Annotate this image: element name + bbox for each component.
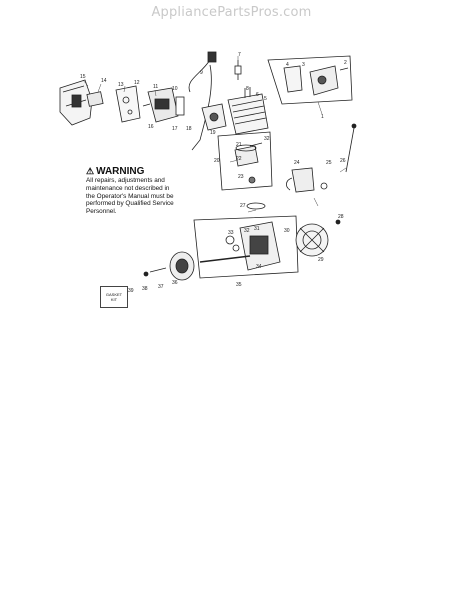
callout-20: 20 <box>214 158 220 164</box>
callout-7: 7 <box>238 52 241 58</box>
filter-element[interactable] <box>86 91 104 107</box>
callout-5: 5 <box>264 96 267 102</box>
callout-17: 17 <box>172 126 178 132</box>
callout-35: 35 <box>236 282 242 288</box>
callout-23: 23 <box>238 174 244 180</box>
muffler-assembly[interactable] <box>267 55 353 105</box>
callout-10: 10 <box>172 86 178 92</box>
filter-housing[interactable] <box>115 85 141 123</box>
warning-line: the Operator's Manual must be <box>86 192 174 200</box>
callout-24: 24 <box>294 160 300 166</box>
ignition-module[interactable] <box>286 167 328 193</box>
intake-gasket[interactable] <box>175 96 185 116</box>
callout-33: 33 <box>228 230 234 236</box>
spark-plug[interactable] <box>234 60 242 80</box>
gasket-kit-label: GASKET <box>105 292 123 297</box>
callout-21: 21 <box>236 142 242 148</box>
callout-18: 18 <box>186 126 192 132</box>
callout-14: 14 <box>101 78 107 84</box>
callout-15: 15 <box>80 74 86 80</box>
crankcase-gasket[interactable] <box>246 202 266 210</box>
warning-line: All repairs, adjustments and <box>86 177 165 184</box>
callout-6: 6 <box>256 92 259 98</box>
callout-32: 32 <box>244 228 250 234</box>
air-filter-cover[interactable] <box>59 79 93 126</box>
callout-39: 39 <box>128 288 134 294</box>
piston-assembly[interactable] <box>217 131 273 191</box>
warning-notice: ⚠WARNING All repairs, adjustments and ma… <box>86 166 218 216</box>
watermark: AppliancePartsPros.com <box>151 5 312 20</box>
warning-line: performed by Qualified Service <box>86 200 174 208</box>
callout-37: 37 <box>158 284 164 290</box>
cylinder[interactable] <box>227 87 269 135</box>
callout-12: 12 <box>134 80 140 86</box>
callout-2: 2 <box>344 60 347 66</box>
gasket-kit-box[interactable]: GASKET KIT <box>100 286 128 308</box>
callout-32a: 32 <box>264 136 270 142</box>
callout-8: 8 <box>246 86 249 92</box>
throttle-rod[interactable] <box>345 127 355 173</box>
intake-manifold[interactable] <box>201 103 227 131</box>
callout-31: 31 <box>254 226 260 232</box>
callout-30: 30 <box>284 228 290 234</box>
warning-title: ⚠WARNING <box>86 166 145 177</box>
callout-38: 38 <box>142 286 148 292</box>
primer-bulb[interactable] <box>207 51 217 63</box>
callout-25: 25 <box>326 160 332 166</box>
callout-19: 19 <box>210 130 216 136</box>
warning-line: Personnel. <box>86 208 117 216</box>
callout-11: 11 <box>153 84 158 90</box>
callout-34: 34 <box>256 264 262 270</box>
flywheel[interactable] <box>295 219 341 257</box>
callout-27: 27 <box>240 203 246 209</box>
callout-22: 22 <box>236 156 242 162</box>
callout-26: 26 <box>340 158 346 164</box>
callout-16: 16 <box>148 124 154 130</box>
carburetor[interactable] <box>142 87 179 123</box>
clutch-assembly[interactable] <box>143 251 195 281</box>
gasket-kit-label: KIT <box>110 297 118 302</box>
callout-1: 1 <box>321 114 324 120</box>
callout-13: 13 <box>118 82 124 88</box>
callout-28: 28 <box>338 214 344 220</box>
callout-29: 29 <box>318 257 324 263</box>
callout-4: 4 <box>286 62 289 68</box>
callout-9: 9 <box>200 70 203 76</box>
callout-36: 36 <box>172 280 178 286</box>
callout-3: 3 <box>302 62 305 68</box>
warning-triangle-icon: ⚠ <box>86 166 95 176</box>
warning-line: maintenance not described in <box>86 184 170 192</box>
crankcase-assembly[interactable] <box>193 215 299 279</box>
